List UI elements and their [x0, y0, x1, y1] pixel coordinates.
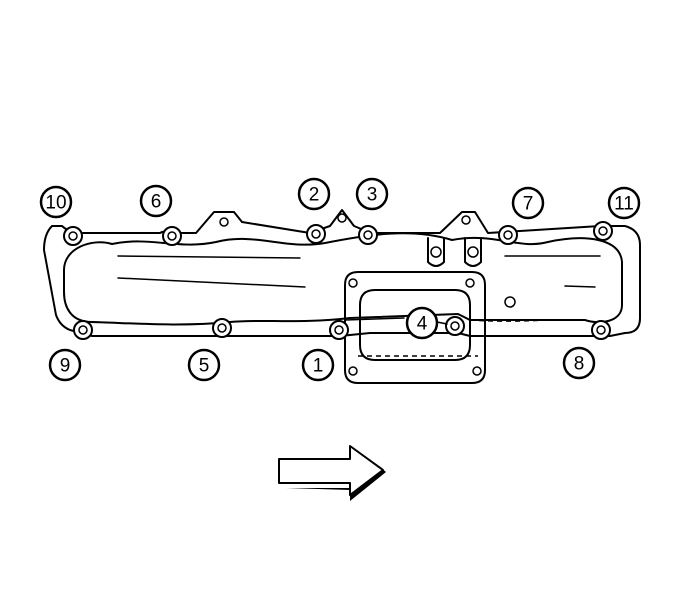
sensor-boss [464, 237, 482, 267]
callout-8: 8 [562, 346, 596, 380]
callout-3: 3 [355, 177, 389, 211]
callout-label: 1 [313, 356, 324, 377]
bolt-6 [162, 226, 182, 246]
bolt-4 [445, 316, 465, 336]
tab-hole [461, 215, 471, 225]
bolt-3 [358, 225, 378, 245]
outlet-flange [344, 271, 486, 384]
bolt-11 [593, 221, 613, 241]
bolt-5 [212, 318, 232, 338]
callout-7: 7 [511, 186, 545, 220]
runner-contour-line [117, 255, 301, 259]
runner-contour-line [564, 285, 596, 288]
callout-10: 10 [39, 185, 73, 219]
callout-group: 1 2 3 4 5 6 7 8 9 10 11 [39, 177, 641, 382]
callout-label: 5 [199, 356, 210, 377]
manifold-flange-outline [43, 209, 641, 337]
callout-label: 2 [309, 185, 320, 206]
callout-label: 8 [574, 354, 585, 375]
outlet-port [359, 289, 471, 361]
bolt-7 [498, 225, 518, 245]
flange-hole [465, 278, 475, 288]
bolt-10 [63, 226, 83, 246]
callout-4: 4 [405, 306, 439, 340]
callout-label: 7 [523, 194, 534, 215]
callout-6: 6 [139, 184, 173, 218]
arrow-right-icon [278, 445, 386, 501]
bolt-8 [591, 320, 611, 340]
tab-hole [219, 217, 229, 227]
sensor-boss-hole [430, 246, 442, 258]
callout-label: 9 [60, 356, 71, 377]
callout-label: 4 [417, 314, 428, 335]
bolt-2 [306, 224, 326, 244]
bolt-group [63, 221, 613, 340]
flange-hole [348, 278, 358, 288]
callout-leader-line [436, 321, 448, 325]
runner-contour-line [117, 277, 306, 288]
callout-11: 11 [607, 186, 641, 220]
bolt-9 [73, 320, 93, 340]
sensor-boss-hole [467, 246, 479, 258]
callout-label: 3 [367, 185, 378, 206]
sensor-boss [427, 237, 445, 267]
flange-hole [472, 366, 482, 376]
tab-hole [337, 213, 347, 223]
callout-label: 10 [45, 193, 66, 214]
callout-1: 1 [301, 348, 335, 382]
callout-label: 6 [151, 192, 162, 213]
flange-hole [348, 366, 358, 376]
manifold-runner-body [63, 232, 623, 326]
callout-2: 2 [297, 177, 331, 211]
bolt-1 [329, 320, 349, 340]
heat-port [504, 296, 516, 308]
callout-9: 9 [48, 348, 82, 382]
callout-5: 5 [187, 348, 221, 382]
callout-label: 11 [614, 194, 634, 215]
runner-contour-line [344, 317, 405, 321]
